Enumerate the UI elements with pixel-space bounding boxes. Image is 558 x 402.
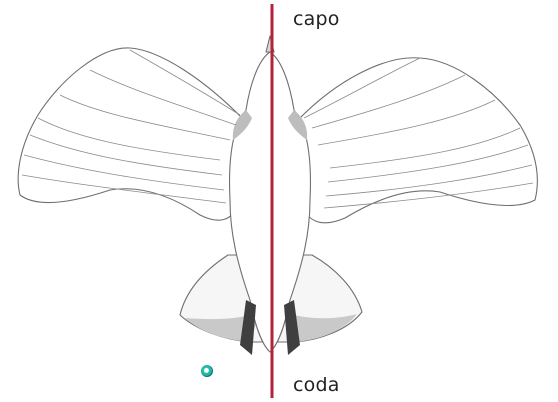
left-wing xyxy=(18,48,244,220)
teal-dot-marker-icon xyxy=(201,365,213,377)
label-bottom: coda xyxy=(293,374,340,396)
label-top: capo xyxy=(293,8,340,30)
right-wing xyxy=(298,58,537,223)
